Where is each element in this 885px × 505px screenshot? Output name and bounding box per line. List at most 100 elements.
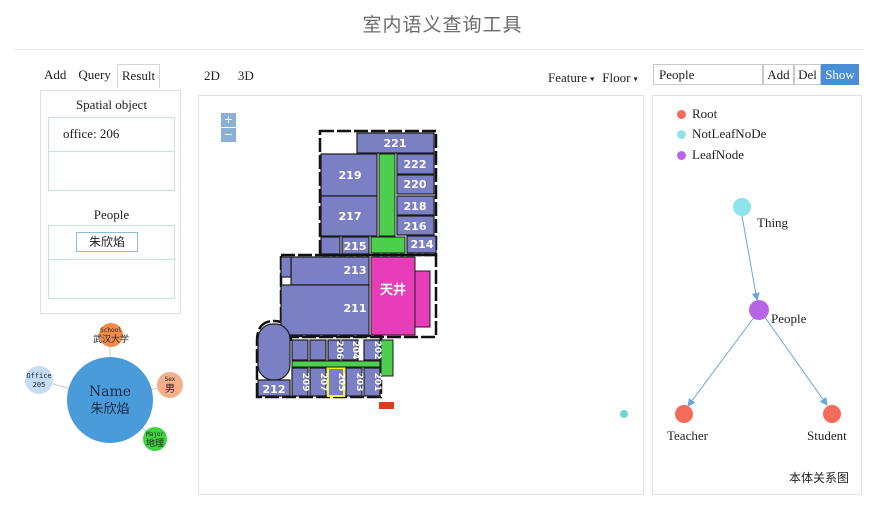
- label-220: 220: [404, 178, 427, 191]
- bubble-center-value: 朱欣焰: [90, 402, 129, 417]
- bubble-sex[interactable]: Sex 男: [157, 372, 183, 398]
- map-marker[interactable]: [620, 410, 628, 418]
- room-211[interactable]: [280, 284, 370, 336]
- label-221: 221: [384, 137, 407, 150]
- room-212[interactable]: [257, 379, 291, 397]
- room-213[interactable]: [290, 256, 370, 286]
- room-203[interactable]: [345, 367, 363, 397]
- corridor-lower: [291, 360, 381, 368]
- bubble-school-value: 武汉大学: [93, 333, 129, 345]
- ontology-graph-panel: Root NotLeafNoDe LeafNode Thing People T…: [652, 95, 862, 495]
- people-empty-row: [49, 260, 174, 298]
- legend-leafnode: LeafNode: [677, 147, 744, 163]
- floorplan-svg: 221 222 220 219 218 217 216 215 214 213 …: [255, 129, 628, 418]
- node-people-label: People: [771, 311, 807, 326]
- label-202: 202: [372, 341, 382, 360]
- map-dropdowns: Feature ▾ Floor ▾: [548, 70, 638, 86]
- label-201: 201: [372, 373, 382, 392]
- spatial-object-label: Spatial object: [75, 97, 148, 112]
- feature-dropdown[interactable]: Feature ▾: [548, 70, 594, 86]
- node-thing[interactable]: [733, 198, 751, 216]
- tab-add[interactable]: Add: [44, 67, 67, 82]
- room-217[interactable]: [320, 195, 378, 237]
- bubble-sex-value: 男: [165, 383, 175, 395]
- label-212: 212: [263, 383, 286, 396]
- legend-root-swatch: [677, 109, 686, 119]
- label-atrium: 天井: [380, 282, 406, 298]
- bubble-school[interactable]: School 武汉大学: [93, 323, 129, 347]
- tab-2d[interactable]: 2D: [204, 68, 220, 83]
- room-201[interactable]: [363, 367, 381, 397]
- room-218[interactable]: [396, 195, 435, 216]
- bubble-sex-key: Sex: [165, 376, 176, 383]
- label-205: 205: [336, 373, 346, 392]
- attribute-bubble-graph: School 武汉大学 Office 205 Sex 男 Major 地理 Na…: [25, 323, 183, 451]
- tab-3d[interactable]: 3D: [237, 68, 254, 83]
- people-item-row: 朱欣焰: [49, 226, 174, 260]
- node-teacher[interactable]: [675, 405, 693, 423]
- zoom-out-button[interactable]: −: [221, 128, 236, 142]
- label-213: 213: [344, 264, 367, 277]
- corridor-vertical: [378, 153, 396, 237]
- label-215: 215: [344, 240, 367, 253]
- legend-leafnode-swatch: [677, 150, 686, 160]
- bubble-school-key: School: [100, 327, 122, 334]
- bubble-office-key: Office: [26, 372, 51, 380]
- add-button[interactable]: Add: [763, 64, 794, 85]
- floor-dropdown-label: Floor: [602, 70, 631, 85]
- room-205-highlighted[interactable]: [327, 367, 345, 397]
- label-214: 214: [411, 238, 434, 251]
- room-221[interactable]: [356, 132, 435, 154]
- left-tab-bar: Add Query Result: [40, 64, 161, 90]
- bubble-major[interactable]: Major 地理: [143, 427, 167, 451]
- node-teacher-label: Teacher: [667, 428, 709, 443]
- class-search-input[interactable]: [653, 64, 763, 85]
- chevron-down-icon: ▾: [633, 74, 638, 84]
- room-206[interactable]: [327, 339, 341, 361]
- floor-dropdown[interactable]: Floor ▾: [602, 70, 637, 86]
- legend-notleafnode-swatch: [677, 129, 686, 139]
- node-people[interactable]: [749, 300, 769, 320]
- label-222: 222: [404, 158, 427, 171]
- bubble-office[interactable]: Office 205: [25, 366, 53, 394]
- label-204: 204: [350, 341, 360, 360]
- room-202[interactable]: [363, 339, 381, 361]
- floorplan-map[interactable]: + −: [198, 95, 644, 495]
- title-divider: [14, 49, 864, 50]
- graph-caption: 本体关系图: [788, 471, 849, 485]
- bubble-major-key: Major: [146, 431, 164, 438]
- legend-notleafnode: NotLeafNoDe: [677, 126, 766, 142]
- corridor-horizontal: [370, 236, 406, 254]
- bubble-name-center[interactable]: Name 朱欣焰: [67, 357, 153, 443]
- room-215[interactable]: [341, 236, 370, 255]
- room-209[interactable]: [291, 367, 309, 397]
- spatial-object-empty-row: [49, 152, 174, 190]
- label-219: 219: [339, 169, 362, 182]
- bubble-major-value: 地理: [146, 437, 164, 449]
- atrium-side: [414, 270, 431, 328]
- chevron-down-icon: ▾: [590, 74, 595, 84]
- room-220[interactable]: [396, 174, 435, 195]
- label-216: 216: [404, 220, 427, 233]
- room-204[interactable]: [341, 339, 359, 361]
- room-216[interactable]: [396, 215, 435, 236]
- label-217: 217: [339, 210, 362, 223]
- feature-dropdown-label: Feature: [548, 70, 587, 85]
- bubble-office-value: 205: [33, 381, 46, 389]
- zoom-in-button[interactable]: +: [221, 113, 236, 127]
- app-title: 室内语义查询工具: [362, 14, 523, 36]
- node-student[interactable]: [823, 405, 841, 423]
- ontology-graph: Thing People Teacher Student: [667, 198, 847, 443]
- legend-root: Root: [677, 106, 717, 122]
- room-214[interactable]: [406, 235, 437, 254]
- tab-query[interactable]: Query: [78, 67, 111, 82]
- room-207[interactable]: [309, 367, 327, 397]
- spatial-object-item[interactable]: office: 206: [49, 118, 174, 152]
- room-222[interactable]: [396, 153, 435, 175]
- show-button[interactable]: Show: [821, 64, 859, 85]
- tab-result[interactable]: Result: [116, 64, 161, 88]
- legend-notleafnode-label: NotLeafNoDe: [692, 126, 767, 141]
- delete-button[interactable]: Del: [794, 64, 821, 85]
- node-thing-label: Thing: [757, 215, 789, 230]
- people-item[interactable]: 朱欣焰: [76, 232, 139, 252]
